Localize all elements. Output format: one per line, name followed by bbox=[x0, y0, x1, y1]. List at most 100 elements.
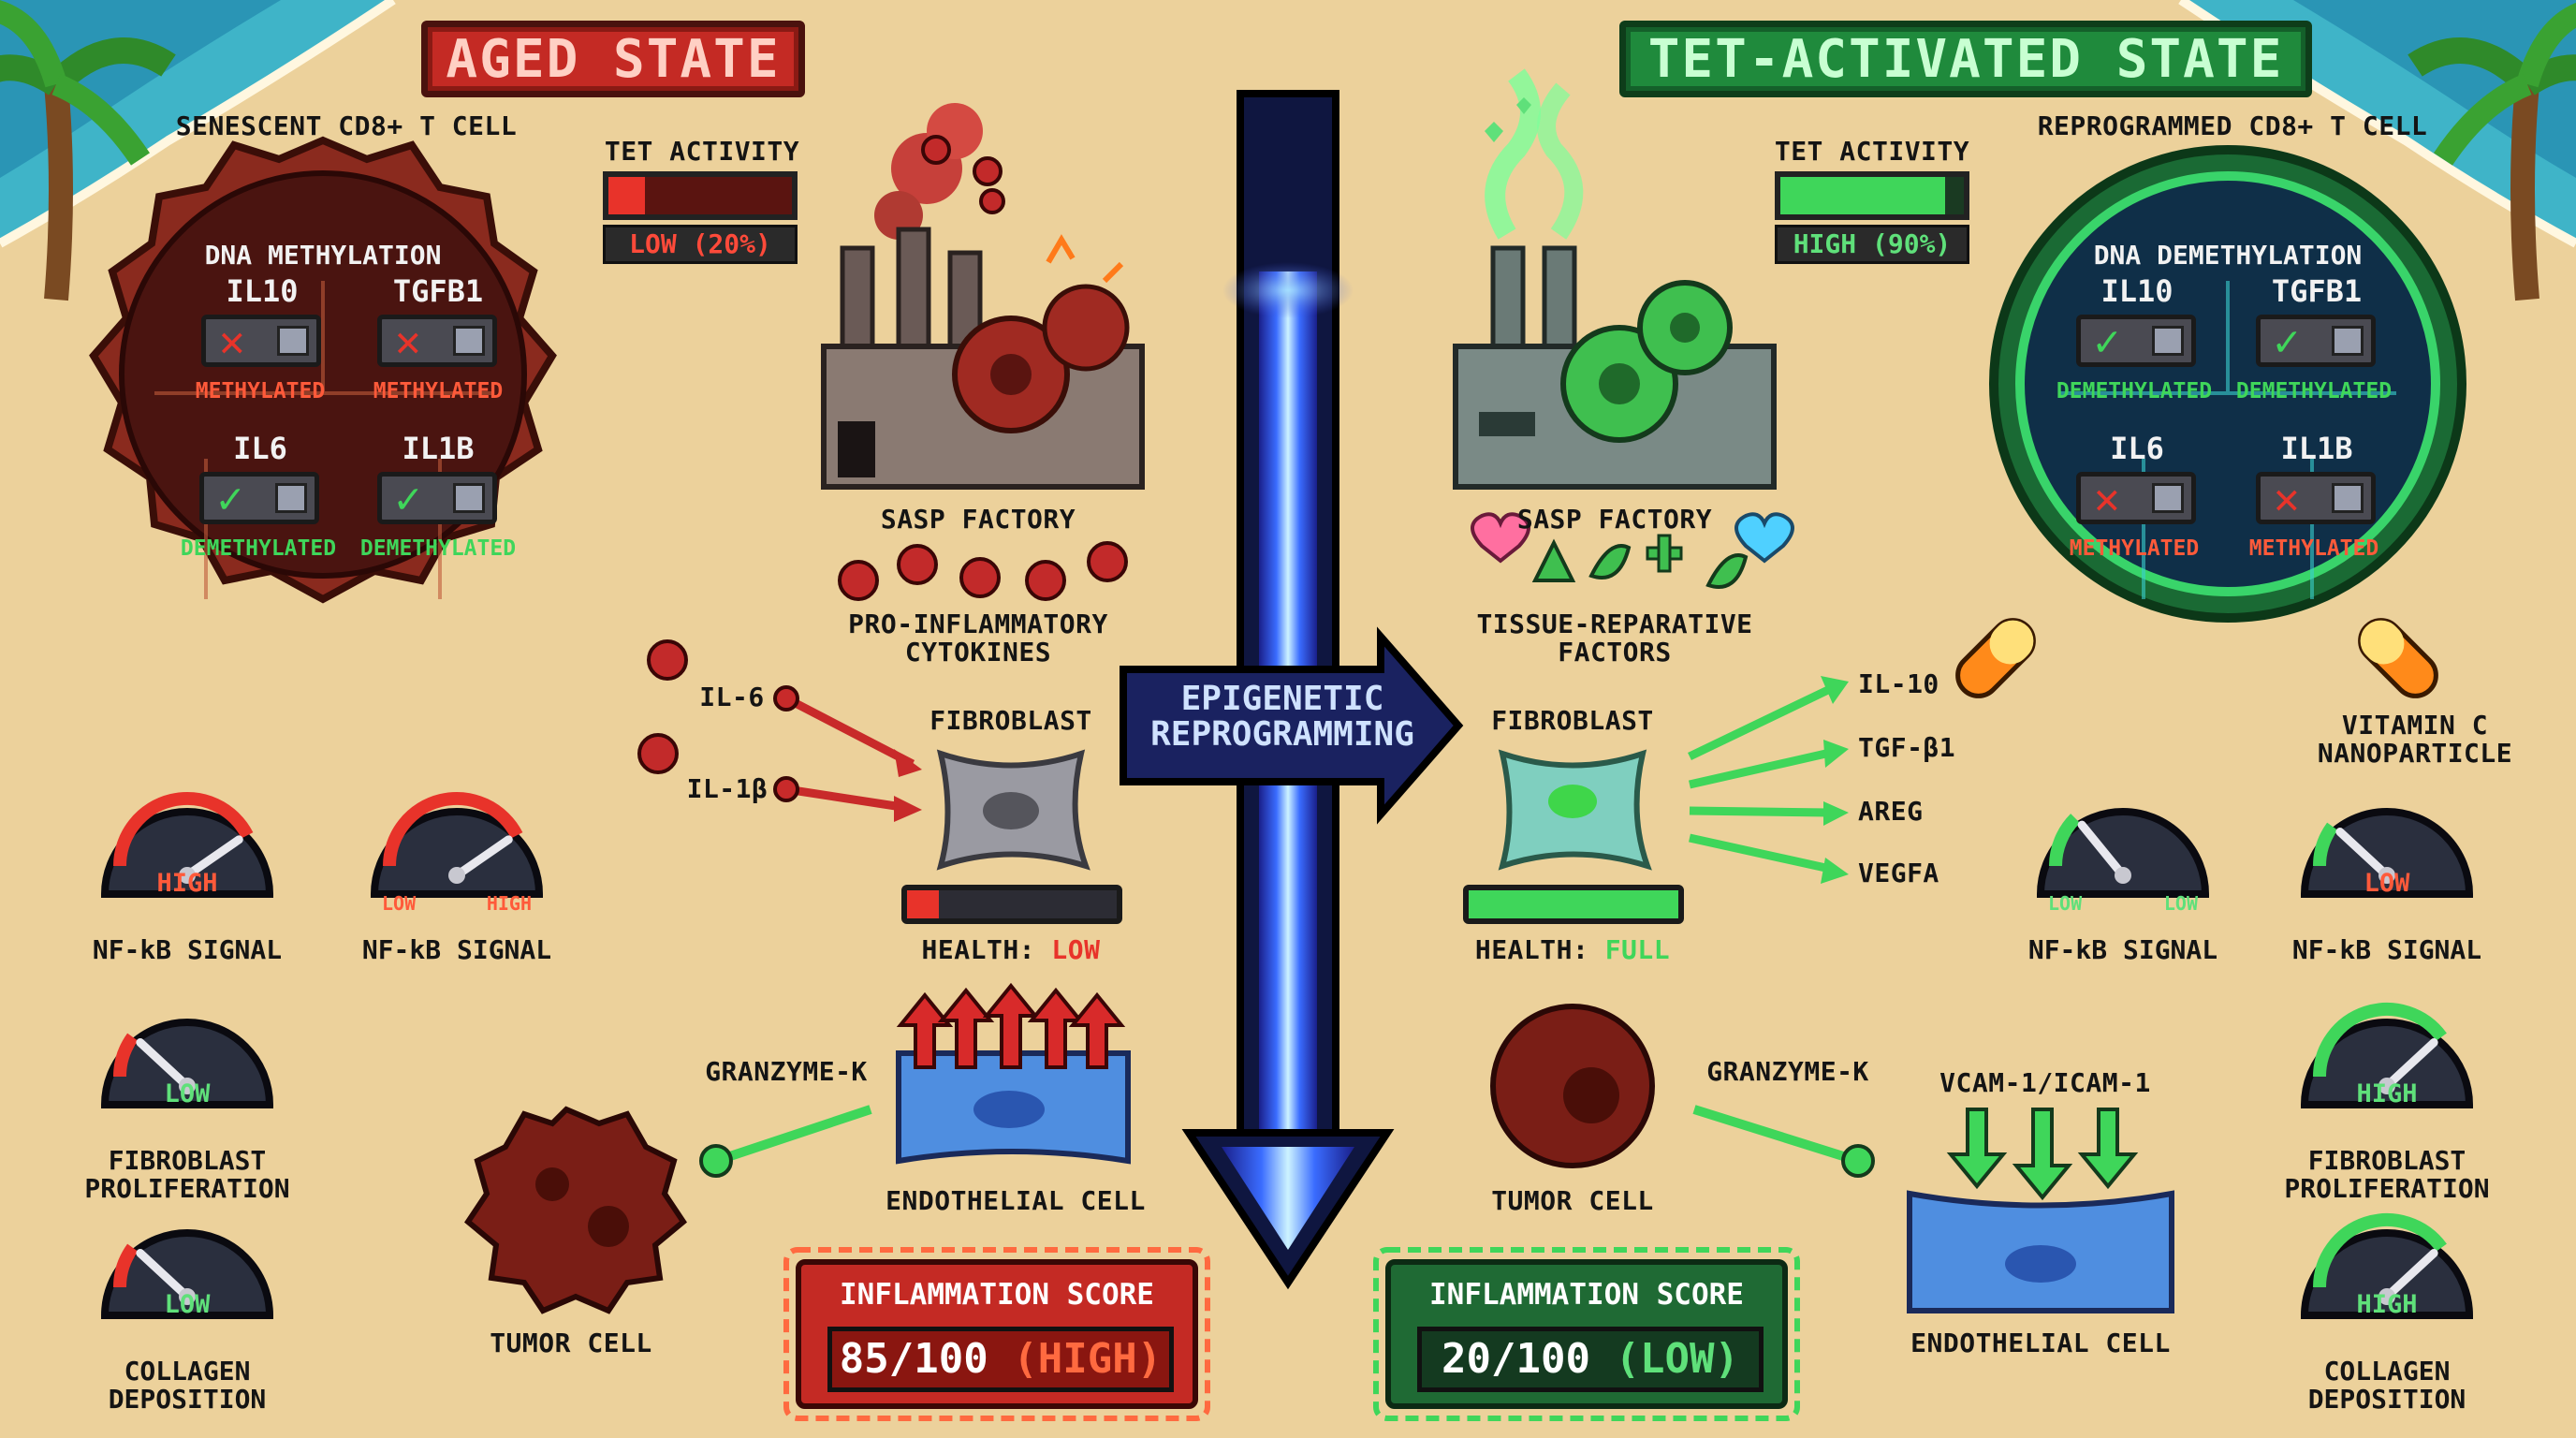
x-icon: ✕ bbox=[395, 315, 421, 366]
gauge-needle bbox=[2077, 820, 2128, 880]
gauge-title: NF-kB SIGNAL bbox=[92, 934, 283, 965]
gauge-needle bbox=[136, 1038, 192, 1091]
gauge-reading: LOW bbox=[164, 1079, 211, 1108]
gauge-title: COLLAGEN DEPOSITION bbox=[108, 1356, 267, 1415]
output-label-il10: IL-10 bbox=[1858, 668, 1939, 699]
tumor-cell-aged bbox=[464, 1106, 687, 1314]
input-label-il1b: IL-1β bbox=[686, 773, 768, 804]
tet-activity-value-aged: LOW (20%) bbox=[603, 225, 798, 264]
activated-gauge-3 bbox=[2300, 1213, 2474, 1319]
gene-switch-tgfb1-activated: ✓ bbox=[2256, 315, 2376, 367]
health-fill-aged bbox=[907, 890, 939, 918]
gauge-title: NF-kB SIGNAL bbox=[2027, 934, 2218, 965]
health-text-aged: HEALTH: LOW bbox=[899, 936, 1123, 964]
check-icon: ✓ bbox=[395, 473, 421, 523]
gene-switch-il10-aged: ✕ bbox=[201, 315, 321, 367]
tet-activity-value-activated: HIGH (90%) bbox=[1775, 225, 1969, 264]
gauge-needle bbox=[2335, 828, 2392, 880]
check-icon: ✓ bbox=[217, 473, 243, 523]
check-icon: ✓ bbox=[2094, 315, 2120, 366]
aged-state-banner: AGED STATE bbox=[421, 21, 805, 97]
gene-name-il6-activated: IL6 bbox=[2110, 431, 2164, 466]
gauge-level-arc bbox=[383, 792, 523, 867]
inflammation-score-aged: 85/100 bbox=[839, 1335, 988, 1383]
fibroblast-aged bbox=[936, 749, 1090, 871]
gene-name-il10-activated: IL10 bbox=[2100, 273, 2174, 309]
dna-methylation-title: DNA METHYLATION bbox=[204, 240, 442, 271]
aged-gauge-1 bbox=[370, 792, 544, 898]
tet-activity-label-activated: TET ACTIVITY bbox=[1774, 136, 1970, 167]
gauge-title: FIBROBLAST PROLIFERATION bbox=[84, 1145, 290, 1204]
gauge-hub bbox=[179, 867, 196, 884]
sasp-factory-label-aged: SASP FACTORY bbox=[880, 504, 1076, 535]
inflammation-score-activated: 20/100 bbox=[1442, 1335, 1590, 1383]
inflammation-score-panel-activated: INFLAMMATION SCORE 20/100 (LOW) bbox=[1385, 1259, 1788, 1409]
tumor-cell-activated bbox=[1490, 1004, 1655, 1168]
gauge-level-arc bbox=[2313, 1003, 2447, 1078]
gauge-hub bbox=[179, 1288, 196, 1305]
health-prefix-activated: HEALTH: bbox=[1474, 934, 1605, 965]
output-arrows bbox=[1688, 684, 1832, 873]
gene-name-tgfb1-activated: TGFB1 bbox=[2271, 273, 2363, 309]
output-label-tgfb1: TGF-β1 bbox=[1858, 732, 1956, 763]
tet-activity-label-aged: TET ACTIVITY bbox=[604, 136, 800, 167]
output-label-areg: AREG bbox=[1858, 796, 1924, 827]
gauge-level-arc bbox=[113, 1033, 139, 1078]
gene-name-tgfb1-aged: TGFB1 bbox=[392, 273, 484, 309]
x-icon: ✕ bbox=[2094, 473, 2120, 523]
gauge-level-arc bbox=[2313, 822, 2338, 867]
gene-switch-il10-activated: ✓ bbox=[2076, 315, 2196, 367]
gauge-hub bbox=[2115, 867, 2131, 884]
granzyme-beam-aged bbox=[714, 1105, 872, 1166]
health-bar-activated bbox=[1463, 885, 1684, 924]
gauge-needle bbox=[2382, 1038, 2438, 1091]
health-bar-aged bbox=[901, 885, 1122, 924]
gene-name-il1b-activated: IL1B bbox=[2280, 431, 2353, 466]
gauge-hub bbox=[448, 867, 465, 884]
health-value-aged: LOW bbox=[1051, 934, 1101, 965]
gene-state-tgfb1-activated: DEMETHYLATED bbox=[2235, 379, 2393, 404]
pro-inflammatory-cytokines-label: PRO-INFLAMMATORY CYTOKINES bbox=[848, 609, 1108, 668]
cytokine-skulls bbox=[637, 135, 1128, 774]
gene-state-il6-activated: METHYLATED bbox=[2069, 536, 2200, 561]
gene-state-il10-activated: DEMETHYLATED bbox=[2056, 379, 2213, 404]
palm-tree-right bbox=[2408, 3, 2576, 301]
reprogramming-arrow-shape bbox=[1120, 626, 1464, 825]
gene-switch-il1b-activated: ✕ bbox=[2256, 472, 2376, 524]
gene-switch-tgfb1-aged: ✕ bbox=[377, 315, 497, 367]
output-label-vegfa: VEGFA bbox=[1858, 858, 1939, 888]
gauge-title: NF-kB SIGNAL bbox=[2291, 934, 2482, 965]
gauge-reading: HIGH bbox=[2356, 1079, 2418, 1108]
reparative-factor-icons bbox=[1471, 512, 1794, 589]
senescent-t-cell bbox=[89, 136, 557, 604]
granzyme-label-activated: GRANZYME-K bbox=[1706, 1056, 1869, 1087]
palm-tree-left bbox=[0, 0, 176, 301]
gauge-level-arc bbox=[113, 792, 254, 867]
gene-switch-il1b-aged: ✓ bbox=[377, 472, 497, 524]
fibroblast-label-aged: FIBROBLAST bbox=[929, 705, 1092, 736]
gene-name-il10-aged: IL10 bbox=[226, 273, 299, 309]
endothelial-label-aged: ENDOTHELIAL CELL bbox=[886, 1185, 1146, 1216]
gene-state-il1b-activated: METHYLATED bbox=[2248, 536, 2379, 561]
gauge-high-label: HIGH bbox=[486, 892, 532, 915]
gauge-hub bbox=[179, 1078, 196, 1094]
tet-activity-fill-aged bbox=[608, 177, 646, 214]
check-icon: ✓ bbox=[2274, 315, 2300, 366]
inflammation-value-activated: 20/100 (LOW) bbox=[1417, 1327, 1764, 1392]
x-icon: ✕ bbox=[2274, 473, 2300, 523]
gauge-reading: LOW bbox=[164, 1290, 211, 1319]
gauge-level-arc bbox=[2313, 1213, 2447, 1288]
input-arrows bbox=[783, 695, 915, 813]
gauge-needle bbox=[136, 1249, 192, 1301]
gene-state-il6-aged: DEMETHYLATED bbox=[180, 536, 337, 561]
tumor-label-activated: TUMOR CELL bbox=[1491, 1185, 1654, 1216]
endothelial-label-activated: ENDOTHELIAL CELL bbox=[1910, 1328, 2171, 1358]
health-fill-activated bbox=[1469, 890, 1678, 918]
gauge-needle bbox=[2382, 1249, 2438, 1301]
gene-switch-il6-activated: ✕ bbox=[2076, 472, 2196, 524]
nanoparticle-pill-right bbox=[2358, 618, 2438, 698]
gauge-needle bbox=[452, 835, 513, 880]
inflammation-level-activated: (LOW) bbox=[1615, 1335, 1739, 1383]
sasp-factory-label-activated: SASP FACTORY bbox=[1516, 504, 1713, 535]
granzyme-label-aged: GRANZYME-K bbox=[705, 1056, 868, 1087]
